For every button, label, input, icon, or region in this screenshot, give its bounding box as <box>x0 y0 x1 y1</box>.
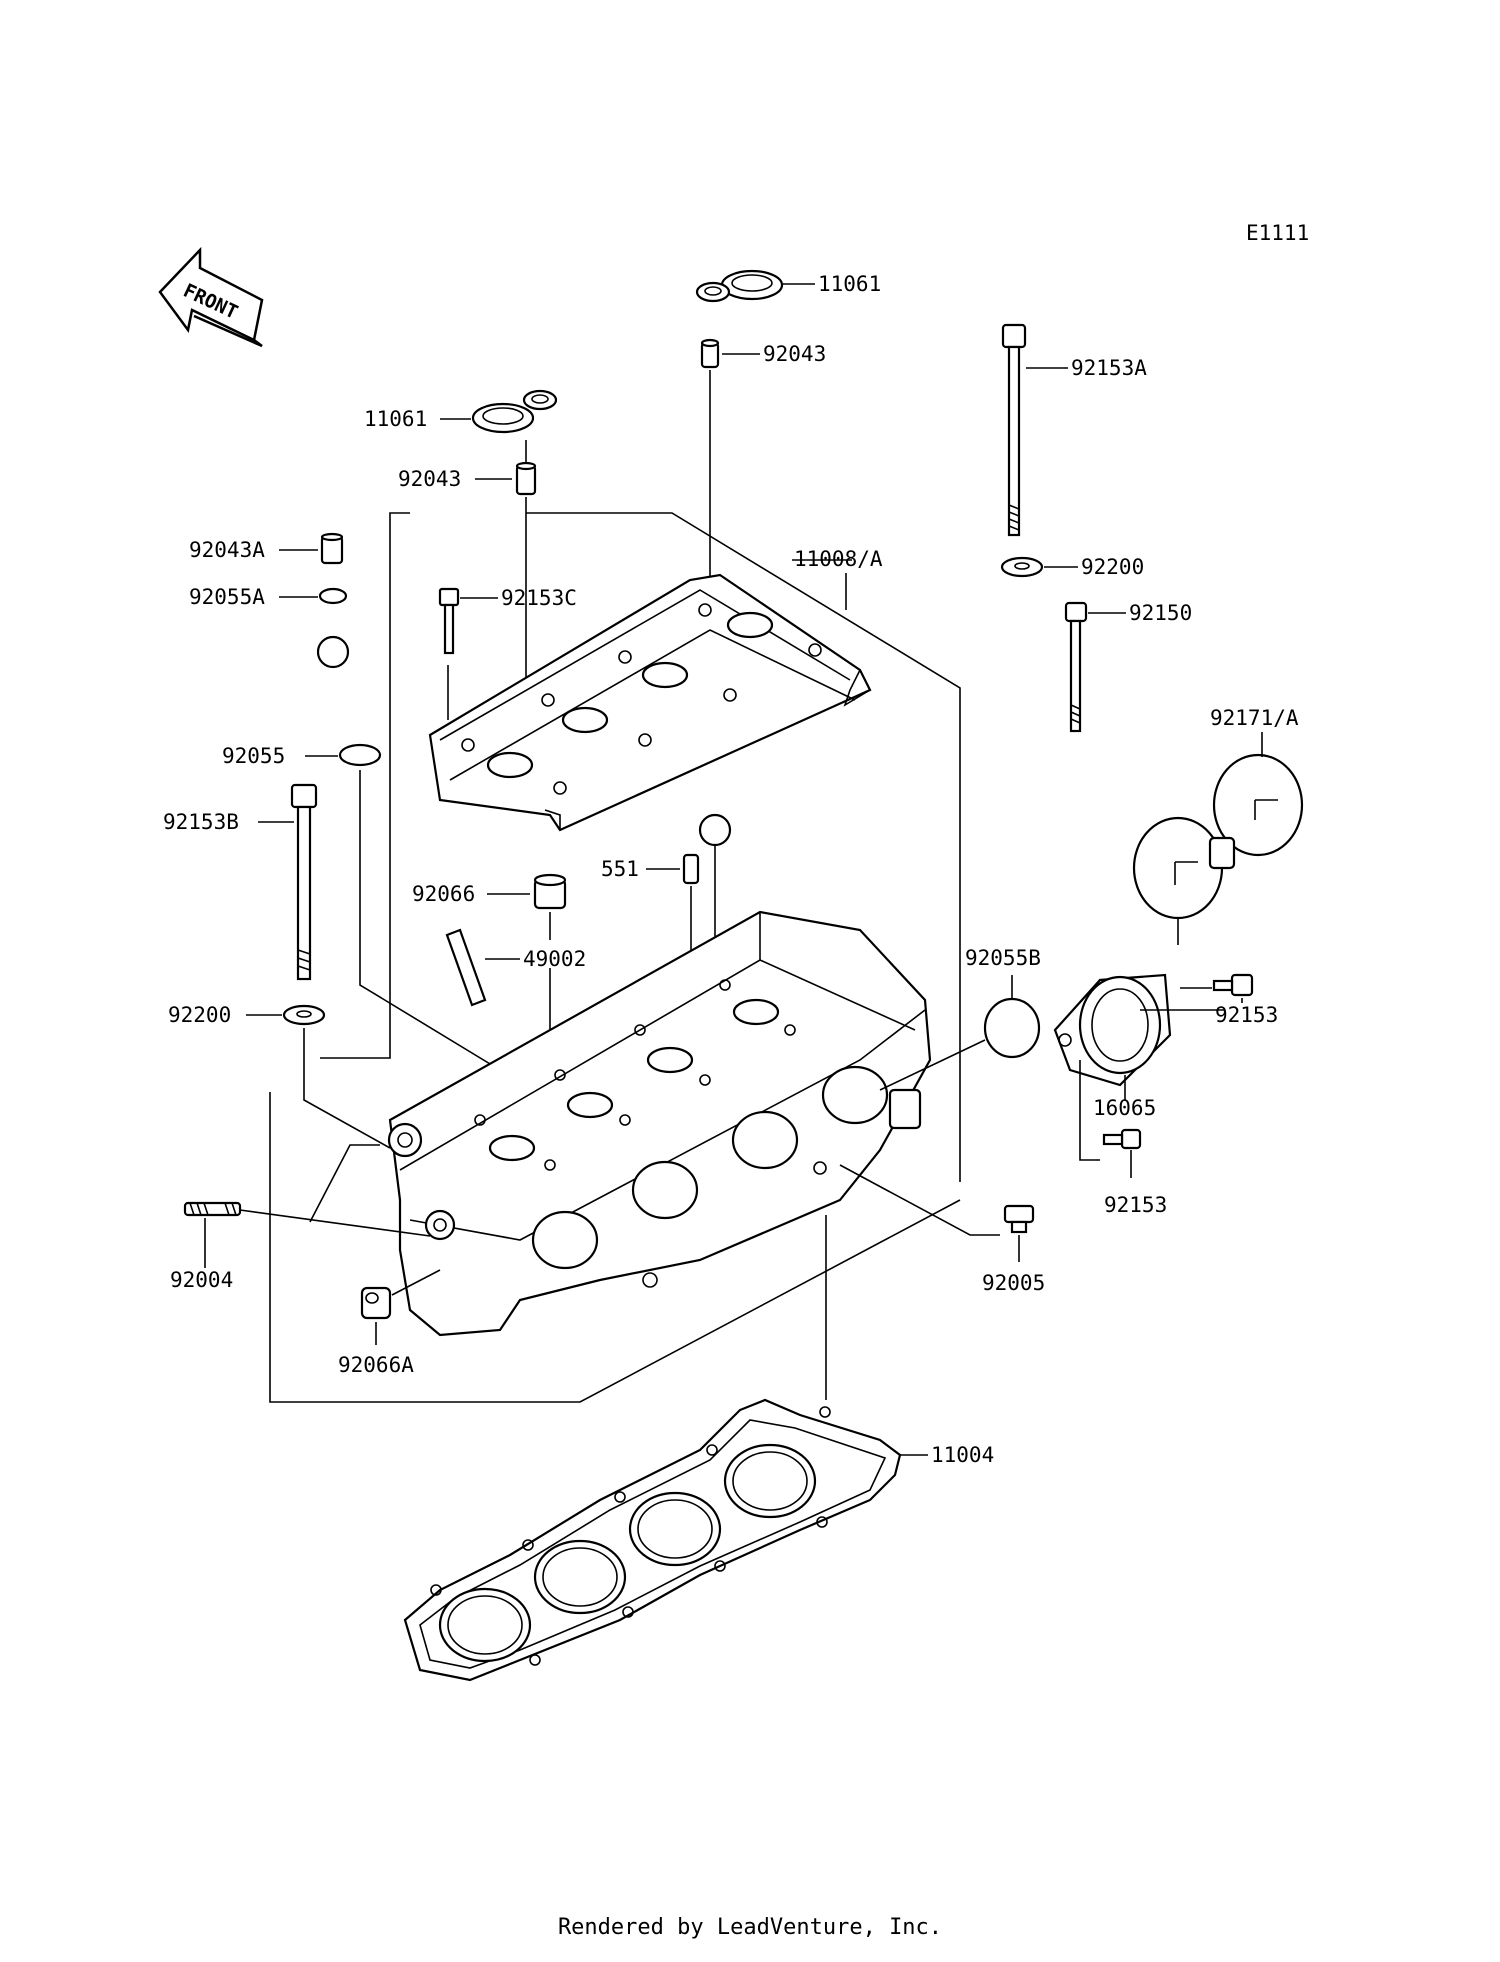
part-92153A-bolt[interactable] <box>1001 323 1027 537</box>
part-92150-bolt[interactable] <box>1064 601 1088 733</box>
part-92066A-bushing[interactable] <box>360 1286 392 1320</box>
part-11061-top[interactable] <box>695 269 784 303</box>
part-92055-oring[interactable] <box>338 743 382 767</box>
label-11004: 11004 <box>931 1443 994 1467</box>
label-551: 551 <box>601 857 639 881</box>
part-92055A-oring[interactable] <box>318 587 348 605</box>
part-92171A-clamps[interactable] <box>1132 753 1304 920</box>
part-11008A-cam-holder[interactable] <box>428 573 872 832</box>
ref-a-center <box>698 813 732 847</box>
label-92153-upper: 92153 <box>1215 1003 1278 1027</box>
part-92153C-bolt[interactable] <box>438 587 460 655</box>
label-92200-right: 92200 <box>1081 555 1144 579</box>
part-92043A[interactable] <box>320 532 344 565</box>
diagram-code: E1111 <box>1246 221 1309 245</box>
label-49002: 49002 <box>523 947 586 971</box>
label-16065: 16065 <box>1093 1096 1156 1120</box>
label-92005: 92005 <box>982 1271 1045 1295</box>
label-92004: 92004 <box>170 1268 233 1292</box>
part-cylinder-head <box>387 910 932 1337</box>
label-92043-left: 92043 <box>398 467 461 491</box>
front-arrow-icon: FRONT <box>158 246 264 348</box>
label-92153B: 92153B <box>163 810 239 834</box>
label-11061-top: 11061 <box>818 272 881 296</box>
part-92005-fitting[interactable] <box>1003 1204 1035 1234</box>
label-11008A: 11008/A <box>794 547 883 571</box>
part-49002-valve-guide[interactable] <box>445 928 487 1007</box>
part-92200-washer-right[interactable] <box>1000 556 1044 578</box>
part-92055B-oring[interactable] <box>983 997 1041 1059</box>
part-11004-head-gasket[interactable] <box>403 1398 902 1682</box>
label-92200-left: 92200 <box>168 1003 231 1027</box>
label-92171A: 92171/A <box>1210 706 1299 730</box>
part-92043-left[interactable] <box>515 461 537 496</box>
label-92055A: 92055A <box>189 585 265 609</box>
part-92200-washer-left[interactable] <box>282 1004 326 1026</box>
part-92004-stud[interactable] <box>183 1201 242 1217</box>
label-92055B: 92055B <box>965 946 1041 970</box>
label-11061-left: 11061 <box>364 407 427 431</box>
label-92043A: 92043A <box>189 538 265 562</box>
part-11061-left[interactable] <box>471 389 558 434</box>
part-92153-bolt-upper[interactable] <box>1212 973 1254 997</box>
label-92153-lower: 92153 <box>1104 1193 1167 1217</box>
label-92055: 92055 <box>222 744 285 768</box>
part-92066-bushing[interactable] <box>533 873 567 910</box>
ref-a-left <box>316 635 350 669</box>
label-92153A: 92153A <box>1071 356 1147 380</box>
footer-credit: Rendered by LeadVenture, Inc. <box>557 1915 943 1940</box>
label-92066: 92066 <box>412 882 475 906</box>
label-92043-top: 92043 <box>763 342 826 366</box>
part-16065-holder[interactable] <box>1053 973 1172 1087</box>
part-92153B-bolt[interactable] <box>290 783 318 981</box>
part-92043-top[interactable] <box>700 338 720 369</box>
label-92153C: 92153C <box>501 586 577 610</box>
label-92150: 92150 <box>1129 601 1192 625</box>
part-551-dowel[interactable] <box>682 853 700 885</box>
label-92066A: 92066A <box>338 1353 414 1377</box>
part-92153-bolt-lower[interactable] <box>1102 1128 1142 1150</box>
